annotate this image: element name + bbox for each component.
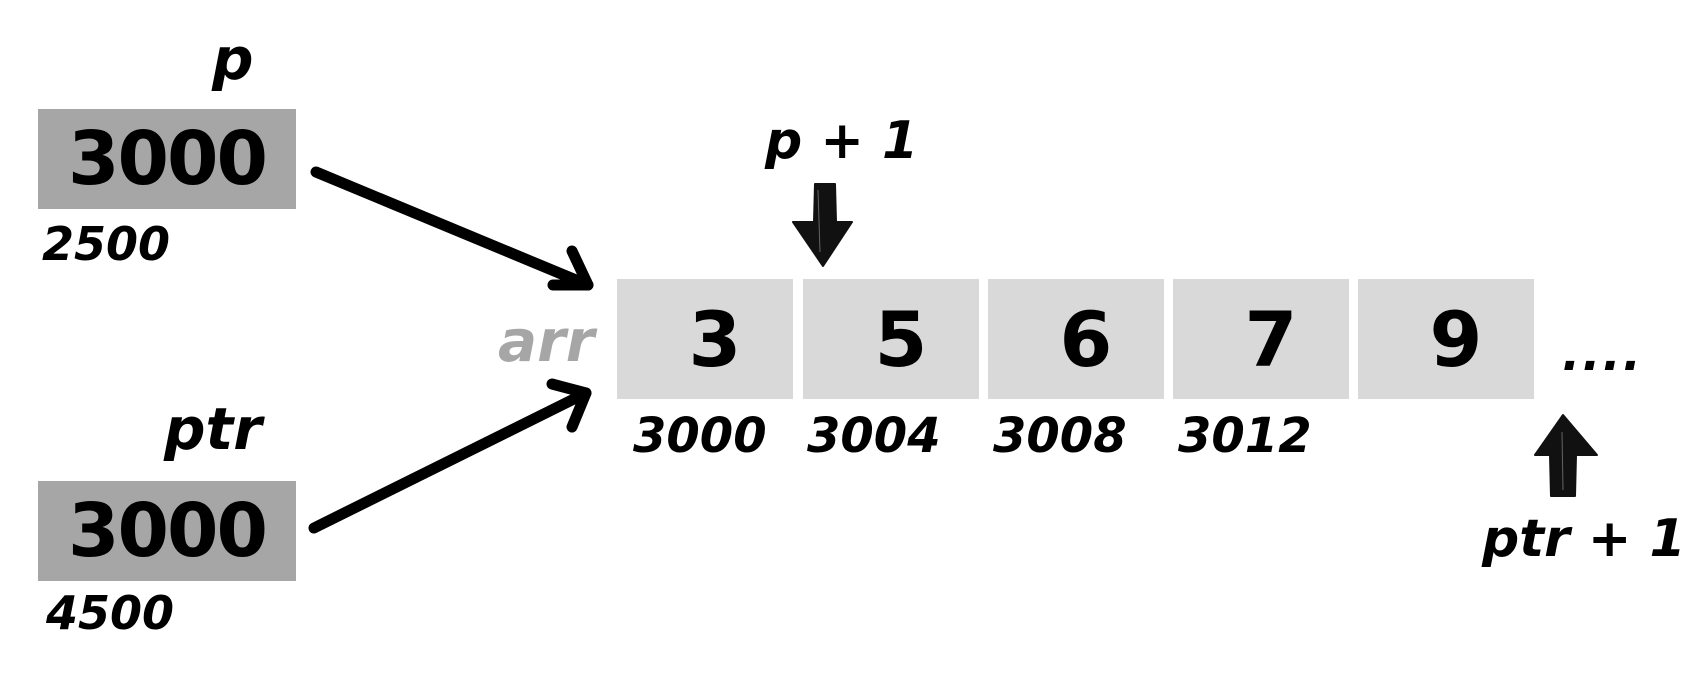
pointer-ptr-box: 3000 (38, 481, 296, 581)
array-cell: 3 (617, 279, 793, 399)
array-cell: 7 (1173, 279, 1349, 399)
array-cell-address: 3012 (1178, 408, 1312, 464)
pointer-p-box: 3000 (38, 109, 296, 209)
arrow-p-to-arr (310, 166, 594, 291)
arrow-up-ptr-plus-1 (1534, 414, 1598, 497)
array-cell-value: 6 (1059, 294, 1113, 384)
array-cell: 5 (803, 279, 979, 399)
pointer-p-address: 2500 (42, 217, 171, 271)
array-cell: 9 (1358, 279, 1534, 399)
array-cell-address: 3008 (993, 408, 1127, 464)
arrow-ptr-to-arr (308, 378, 592, 534)
pointer-ptr-address: 4500 (46, 586, 175, 640)
pointer-p-name: p (212, 25, 254, 93)
array-cell: 6 (988, 279, 1164, 399)
array-cell-value: 9 (1429, 294, 1483, 384)
arrow-down-p-plus-1 (792, 183, 853, 267)
label-p-plus-1: p + 1 (765, 111, 919, 171)
array-cell-value: 7 (1244, 294, 1298, 384)
array-name: arr (498, 307, 595, 375)
array-ellipsis: .... (1562, 326, 1643, 382)
array-cell-value: 3 (688, 294, 742, 384)
array-cell-value: 5 (874, 294, 928, 384)
pointer-ptr-name: ptr (164, 395, 262, 463)
array-cell-address: 3000 (633, 408, 767, 464)
array-cell-address: 3004 (807, 408, 941, 464)
label-ptr-plus-1: ptr + 1 (1482, 509, 1686, 569)
